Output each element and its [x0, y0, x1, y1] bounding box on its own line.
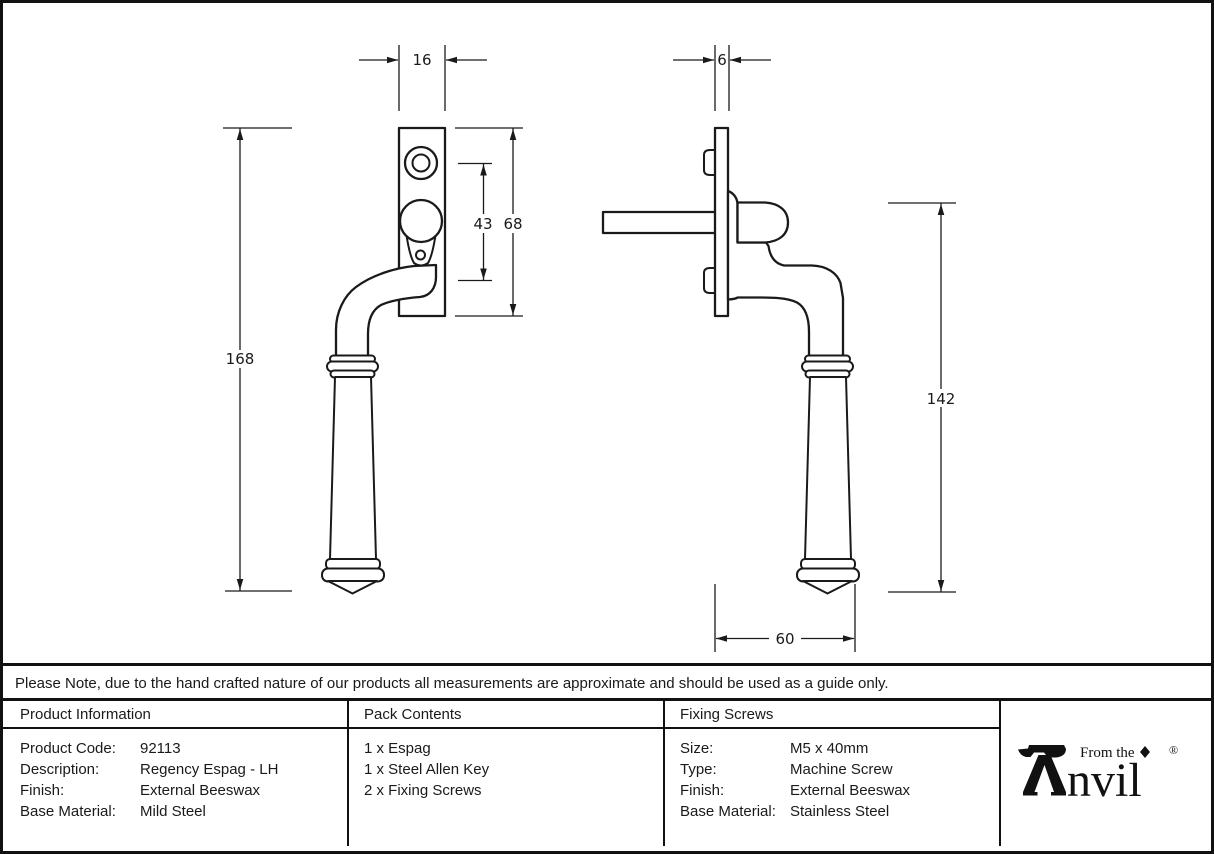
list-item: 2 x Fixing Screws [364, 782, 482, 799]
table-row: Product Code: 92113 [3, 738, 347, 759]
dim-hole-spacing-43: 43 [458, 162, 495, 282]
dim-plate-thickness-6: 6 [673, 45, 771, 111]
dim-label-width: 16 [412, 51, 431, 69]
list-item: 1 x Espag [364, 740, 431, 757]
screw-size-label: Size: [680, 740, 714, 757]
product-information-header: Product Information [3, 701, 347, 729]
side-finial [796, 558, 860, 595]
measurement-note-text: Please Note, due to the hand crafted nat… [15, 675, 889, 692]
dim-projection-60: 60 [714, 584, 856, 652]
product-code-value: 92113 [140, 740, 181, 757]
table-row: Base Material: Stainless Steel [665, 801, 999, 822]
dim-plate-height-68: 68 [455, 127, 524, 317]
dim-overall-height-168: 168 [223, 127, 292, 592]
dim-width-16: 16 [359, 45, 487, 111]
front-screw-hole-inner [411, 153, 431, 173]
logo-brand-text: nvil [1067, 754, 1142, 806]
side-collar [801, 354, 854, 379]
dim-label-handle-height: 142 [927, 390, 956, 408]
pack-contents-column: Pack Contents 1 x Espag 1 x Steel Allen … [347, 701, 663, 846]
logo-tagline-text: From the [1080, 745, 1135, 761]
side-view [601, 126, 860, 595]
table-row: Finish: External Beeswax [665, 780, 999, 801]
measurement-note: Please Note, due to the hand crafted nat… [3, 666, 1211, 701]
base-material-label: Base Material: [20, 803, 116, 820]
side-screw-boss-bottom [703, 267, 716, 294]
front-knob [398, 198, 444, 244]
screw-base-material-label: Base Material: [680, 803, 776, 820]
front-fixing-hole [415, 249, 426, 261]
table-row: Base Material: Mild Steel [3, 801, 347, 822]
technical-drawing-svg: 16 68 43 [223, 45, 957, 652]
side-backplate [713, 126, 730, 318]
dim-label-plate-height: 68 [503, 215, 522, 233]
finish-label: Finish: [20, 782, 65, 799]
front-grip [329, 376, 377, 560]
table-row: Finish: External Beeswax [3, 780, 347, 801]
pack-contents-header: Pack Contents [349, 701, 663, 729]
finish-value: External Beeswax [140, 782, 261, 799]
logo-diamond-icon [1140, 745, 1150, 758]
dim-label-projection: 60 [775, 630, 794, 648]
front-collar [326, 354, 379, 379]
from-the-anvil-logo: nvil From the ® [1018, 743, 1178, 806]
front-finial [321, 558, 385, 595]
product-information-column: Product Information Product Code: 92113 … [3, 701, 347, 846]
side-dimensions: 6 142 60 [673, 45, 957, 652]
fixing-screws-column: Fixing Screws Size: M5 x 40mm Type: Mach… [663, 701, 999, 846]
product-spec-table: Product Information Product Code: 92113 … [3, 701, 1211, 846]
screw-size-value: M5 x 40mm [790, 740, 869, 757]
dim-handle-height-142: 142 [888, 202, 957, 593]
product-code-label: Product Code: [20, 740, 116, 757]
table-row: Type: Machine Screw [665, 759, 999, 780]
side-screw-boss-top [703, 149, 716, 176]
table-row: Description: Regency Espag - LH [3, 759, 347, 780]
side-spindle [601, 210, 718, 235]
technical-drawing-area: 16 68 43 [3, 3, 1211, 666]
screw-base-material-value: Stainless Steel [790, 803, 890, 820]
side-grip [804, 376, 852, 560]
table-row: Size: M5 x 40mm [665, 738, 999, 759]
description-value: Regency Espag - LH [140, 761, 279, 778]
anvil-icon [1018, 744, 1066, 795]
list-item: 1 x Steel Allen Key [364, 761, 490, 778]
front-view [321, 126, 447, 595]
fixing-screws-header: Fixing Screws [665, 701, 999, 729]
front-handle-arm [334, 263, 438, 358]
front-dimensions: 16 68 43 [223, 45, 524, 592]
side-knob [736, 201, 790, 244]
dim-label-overall-height: 168 [226, 350, 255, 368]
logo-registered-mark: ® [1169, 743, 1178, 757]
dim-label-plate-thickness: 6 [717, 51, 727, 69]
brand-logo-cell: nvil From the ® [999, 701, 1211, 846]
screw-finish-label: Finish: [680, 782, 725, 799]
screw-type-value: Machine Screw [790, 761, 893, 778]
dim-label-hole-spacing: 43 [473, 215, 492, 233]
description-label: Description: [20, 761, 100, 778]
screw-type-label: Type: [680, 761, 717, 778]
screw-finish-value: External Beeswax [790, 782, 911, 799]
base-material-value: Mild Steel [140, 803, 206, 820]
